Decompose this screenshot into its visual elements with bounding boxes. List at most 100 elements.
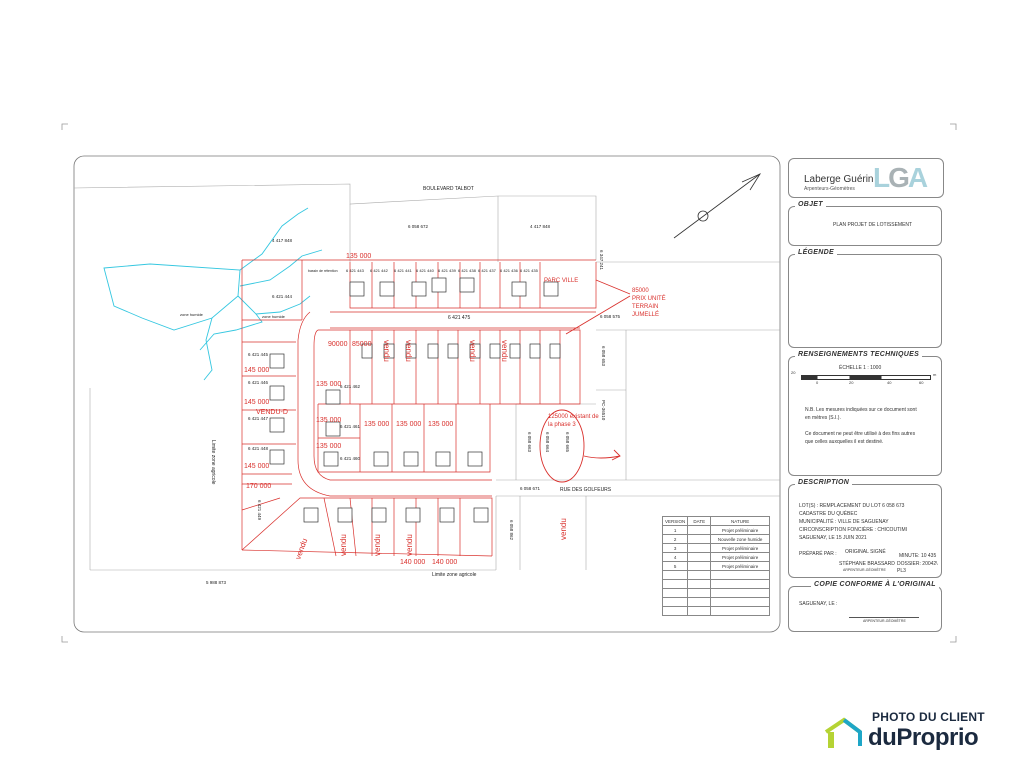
objet-title: OBJET [795,201,826,208]
scale-tick-0: 20 [791,370,796,375]
legende-title: LÉGENDE [795,249,837,256]
note-1: N.B. Les mesures indiquées sur ce docume… [805,407,917,413]
scale-tick-3: 40 [887,380,892,385]
price-135000-b: 135 000 [316,417,341,424]
description-panel: DESCRIPTION LOT(S) : REMPLACEMENT DU LOT… [788,479,942,578]
date-cell [687,543,712,553]
price-135000-a: 135 000 [316,381,341,388]
sheet-frame [73,155,781,633]
copie-title: COPIE CONFORME À L'ORIGINAL [811,581,939,588]
lot-6347241: 6 347 241 [599,250,604,271]
lot-6058862: 6 058 862 [509,520,514,541]
street-inner-lot: 6 421 475 [448,315,470,321]
lot-6421461: 6 421 461 [340,424,361,429]
desc-line-2: CADASTRE DU QUÉBEC [799,511,858,517]
price-85000-lot: 85000 [352,341,372,348]
date-cell [687,525,712,535]
lot-6058663: 6 058 663 [527,432,532,453]
watermark-tagline: PHOTO DU CLIENT [872,710,985,724]
company-logo-box: Laberge Guérin Arpenteurs-Géomètres LGA [788,158,944,198]
lot-6421462: 6 421 462 [340,384,361,389]
existing-lots [73,183,780,571]
scale-tick-4: 60 [919,380,924,385]
price-125000-line1: 125000 existant de [548,414,599,420]
copie-role: ARPENTEUR-GÉOMÈTRE [863,619,906,623]
note-2: en mètres (S.I.). [805,415,841,421]
sold-label-7: vendu [373,534,382,556]
original-signed: ORIGINAL SIGNÉ [845,549,886,555]
logo-letter-g: G [888,162,910,193]
sold-label-vendu-d: VENDU-D [256,409,288,416]
date-header: DATE [687,516,712,526]
lot-6421438: 6 421 438 [458,268,477,273]
version-cell: 5 [661,561,689,571]
version-header-row: VERSION DATE NATURE [661,516,770,526]
table-row: 2 Nouvelle zone humide [661,534,770,544]
lot-6421439: 6 421 439 [438,268,457,273]
signer-name: STÉPHANE BRASSARD [839,561,895,567]
table-row [661,579,770,589]
sold-label-4: vendu [500,340,509,362]
sold-label-8: vendu [405,534,414,556]
prepared-by-label: PRÉPARÉ PAR : [799,551,837,557]
nature-cell: Projet préliminaire [710,543,770,553]
wetland-outline [103,207,323,381]
price-145000-b: 145 000 [244,399,269,406]
lot-6421442: 6 421 442 [370,268,389,273]
desc-line-5: SAGUENAY, LE 15 JUIN 2021 [799,535,867,541]
lot-6421448: 6 421 448 [248,446,269,451]
lot-6421441: 6 421 441 [394,268,413,273]
lot-6058575: 6 058 575 [600,314,621,319]
note-4: que celles auxquelles il est destiné. [805,439,884,445]
logo-letter-a: A [907,162,928,193]
company-name: Laberge Guérin [804,174,874,185]
company-subtitle: Arpenteurs-Géomètres [804,186,855,192]
objet-text: PLAN PROJET DE LOTISSEMENT [833,222,913,228]
annotation-circle [539,295,631,483]
lot-6058653: 6 058 653 [601,346,606,367]
lot-5988873: 5 988 873 [206,580,227,585]
sold-label-6: vendu [339,534,348,556]
scale-tick-5: m [933,372,937,377]
lot-6058665: 6 058 665 [565,432,570,453]
price-140000-b: 140 000 [432,559,457,566]
price-terrain: TERRAIN [632,304,658,310]
watermark-brand: duProprio [868,724,979,751]
lot-6421436: 6 421 436 [500,268,519,273]
lot-6421444: 6 421 444 [272,294,293,299]
price-90000: 90000 [328,341,348,348]
price-135000-c: 135 000 [316,443,341,450]
table-row [661,570,770,580]
parc-ville-label: PARC VILLE [544,278,578,284]
nature-cell: Nouvelle zone humide [710,534,770,544]
zone-humide-label-1: zone humide [180,312,204,317]
description-title: DESCRIPTION [795,479,853,486]
zone-agricole-left: Limite zone agricole [210,440,216,485]
lot-6421443: 6 421 443 [346,268,365,273]
price-145000-c: 145 000 [244,463,269,470]
lot-6421446: 6 421 446 [248,380,269,385]
nature-header: NATURE [710,516,770,526]
lot-pc36510: PC-36510 [601,400,606,421]
desc-line-4: CIRCONSCRIPTION FONCIÈRE : CHICOUTIMI [799,527,908,533]
new-lots [241,259,631,557]
desc-line-1: LOT(S) : REMPLACEMENT DU LOT 6 058 673 [799,503,905,509]
scale-tick-1: 0 [816,380,819,385]
bassin-label: bassin de rétention [308,269,338,273]
renseignements-title: RENSEIGNEMENTS TECHNIQUES [795,351,923,358]
price-145000-a: 145 000 [244,367,269,374]
price-85000-note: 85000 [632,288,649,294]
scale-text: ÉCHELLE 1 : 1000 [839,365,882,371]
date-cell [687,561,712,571]
version-cell: 2 [661,534,689,544]
date-cell [687,534,712,544]
lot-6421447: 6 421 447 [248,416,269,421]
desc-line-3: MUNICIPALITÉ : VILLE DE SAGUENAY [799,519,889,525]
street-rue-des-golfeurs: RUE DES GOLFEURS [560,487,612,493]
lga-logo-icon: LGA [873,162,928,194]
scale-tick-2: 20 [849,380,854,385]
